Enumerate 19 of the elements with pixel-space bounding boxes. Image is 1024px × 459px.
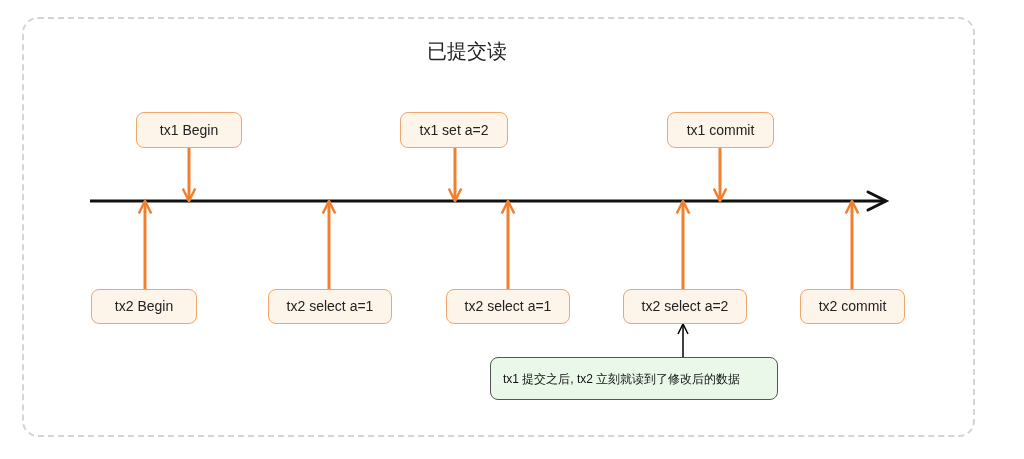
event-box: tx1 Begin	[136, 112, 242, 148]
event-box: tx2 select a=1	[268, 289, 392, 324]
arrow	[181, 148, 197, 203]
arrow	[447, 148, 463, 203]
event-box: tx2 commit	[800, 289, 905, 324]
arrow	[321, 199, 337, 289]
arrow	[675, 199, 691, 289]
title: 已提交读	[426, 39, 508, 64]
event-box: tx1 commit	[667, 112, 774, 148]
event-box: tx2 select a=1	[446, 289, 570, 324]
event-box: tx1 set a=2	[400, 112, 508, 148]
event-box: tx2 select a=2	[623, 289, 747, 324]
arrow	[677, 323, 689, 358]
arrow	[137, 199, 153, 289]
note-box: tx1 提交之后, tx2 立刻就读到了修改后的数据	[490, 357, 778, 400]
arrow	[844, 199, 860, 289]
arrow	[712, 148, 728, 203]
arrow	[500, 199, 516, 289]
event-box: tx2 Begin	[91, 289, 197, 324]
